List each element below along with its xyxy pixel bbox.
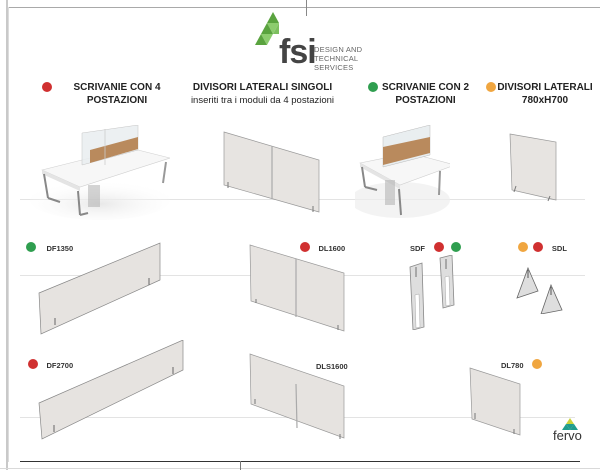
side-divider-780-image: [508, 132, 560, 202]
fsi-logo-mark-icon: [253, 12, 293, 56]
category-heading-scrivanie-4: SCRIVANIE CON 4 POSTAZIONI: [40, 81, 180, 107]
status-dot-orange: [518, 241, 528, 252]
dl780-panel-image: [468, 367, 523, 437]
frame-bottom-border: [20, 461, 580, 462]
status-dot-green: [368, 82, 378, 92]
frame-inner-left-border: [8, 7, 9, 462]
fsi-tagline: DESIGN AND TECHNICAL SERVICES: [314, 45, 363, 72]
desk-2-stations-image: [350, 124, 456, 220]
sdf-feet-image: [408, 254, 468, 331]
df2700-panel-image: [38, 339, 186, 440]
status-dot-orange: [531, 358, 542, 369]
side-divider-single-image: [222, 130, 322, 215]
frame-left-border: [6, 0, 8, 470]
product-label-dl780: DL780: [501, 355, 542, 373]
status-dot-green: [26, 241, 36, 252]
df1350-panel-image: [38, 240, 163, 335]
status-dot-red: [533, 241, 544, 252]
status-dot-red: [42, 82, 52, 92]
frame-bottom-tick: [240, 461, 241, 470]
desk-4-stations-image: [30, 124, 172, 220]
fervo-logo-mark-icon: [560, 418, 580, 432]
product-label-dls1600: DLS1600: [316, 362, 348, 371]
fsi-logo-text: fsi: [279, 33, 317, 71]
dls1600-panel-image: [248, 352, 348, 440]
status-dot-red: [434, 241, 445, 252]
status-dot-red: [300, 241, 310, 252]
sdl-feet-image: [516, 266, 566, 315]
status-dot-red: [28, 358, 38, 369]
frame-top-tick: [306, 0, 307, 16]
status-dot-green: [450, 241, 461, 252]
frame-bottom-outer-border: [0, 468, 600, 469]
fervo-logo-text: fervo: [553, 428, 582, 443]
product-label-sdl: SDL: [518, 238, 567, 256]
category-heading-divisori-singoli: DIVISORI LATERALI SINGOLI inseriti tra i…: [190, 82, 335, 106]
product-label-df2700: DF2700: [28, 355, 73, 373]
category-heading-scrivanie-2: SCRIVANIE CON 2 POSTAZIONI: [368, 81, 473, 107]
frame-top-border: [8, 7, 600, 8]
dl1600-panel-image: [248, 243, 348, 333]
status-dot-orange: [486, 82, 496, 92]
product-label-dl1600: DL1600: [300, 238, 345, 256]
category-heading-divisori-780: DIVISORI LATERALI 780xH700: [484, 81, 594, 107]
product-label-df1350: DF1350: [26, 238, 73, 256]
product-label-sdf: SDF: [410, 238, 461, 256]
